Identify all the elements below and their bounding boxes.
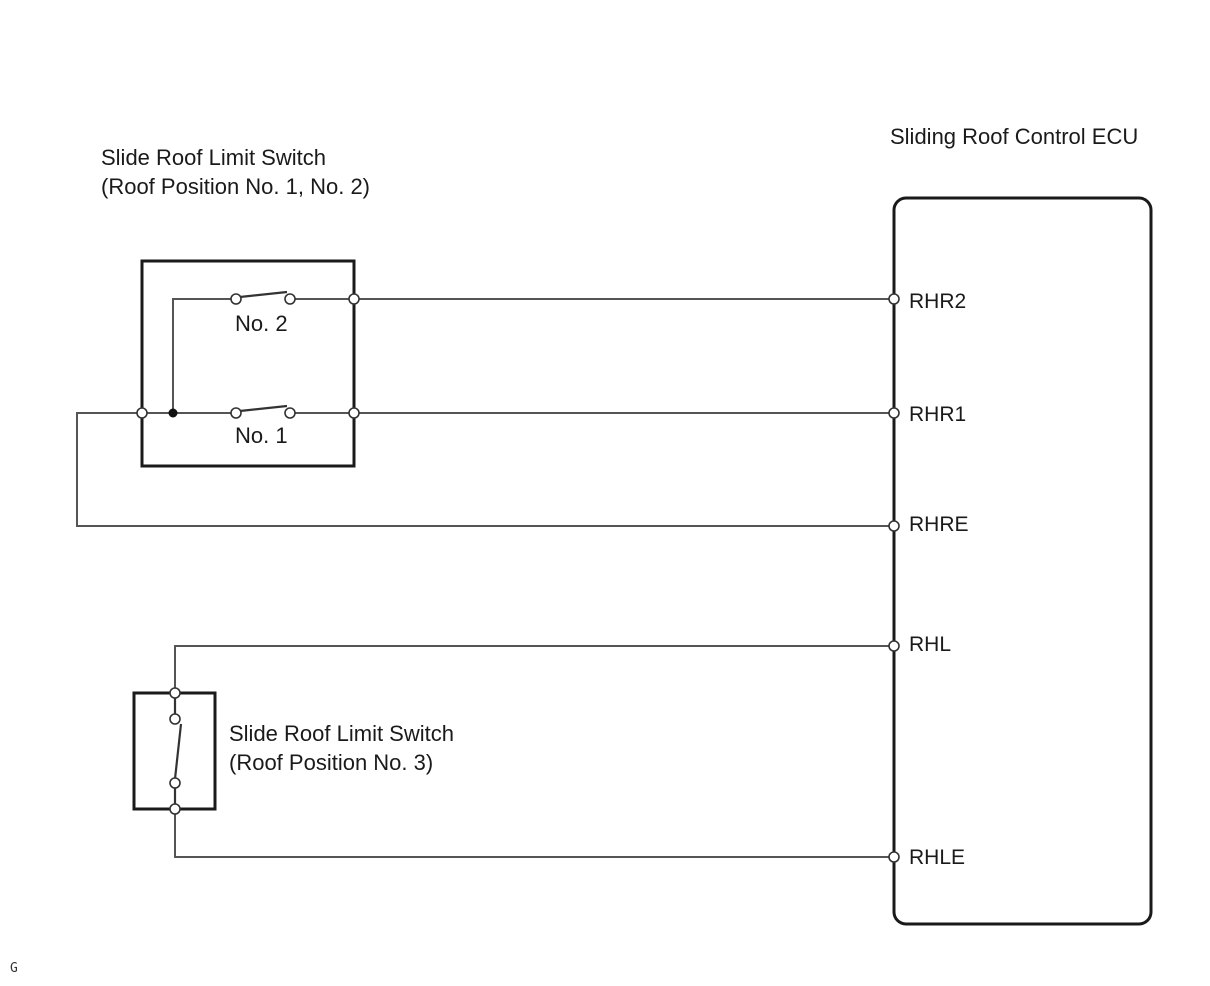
wire-rhl xyxy=(174,645,894,693)
ecu-pin-rhle-label: RHLE xyxy=(909,846,965,869)
switch-3-connector-top xyxy=(169,687,181,699)
contact-no2-blade xyxy=(239,290,288,299)
switch-3-title: Slide Roof Limit Switch xyxy=(229,721,454,746)
switch-12-box xyxy=(140,259,356,468)
switch-12-title: Slide Roof Limit Switch xyxy=(101,145,326,170)
ecu-pin-rhr1-terminal xyxy=(888,407,900,419)
contact-no1-terminal-b xyxy=(284,407,296,419)
contact-no1-blade xyxy=(239,404,288,413)
contact-no1-label: No. 1 xyxy=(235,423,288,448)
ecu-pin-rhl-terminal xyxy=(888,640,900,652)
switch-3-blade xyxy=(173,723,183,780)
ecu-pin-rhl-label: RHL xyxy=(909,633,951,656)
ecu-box xyxy=(892,196,1153,926)
ecu-pin-rhr1-label: RHR1 xyxy=(909,403,966,426)
wire-common-to-no2 xyxy=(172,298,236,413)
ecu-pin-rhle-terminal xyxy=(888,851,900,863)
ecu-title: Sliding Roof Control ECU xyxy=(890,124,1138,149)
junction-dot xyxy=(168,408,178,418)
ecu-pin-rhre-terminal xyxy=(888,520,900,532)
switch-3-connector-bottom xyxy=(169,803,181,815)
contact-no2-terminal-a xyxy=(230,293,242,305)
ecu-pin-rhr2-terminal xyxy=(888,293,900,305)
ecu-pin-rhre-label: RHRE xyxy=(909,513,969,536)
contact-no2-label: No. 2 xyxy=(235,311,288,336)
switch-12-connector-common xyxy=(136,407,148,419)
switch-3-subtitle: (Roof Position No. 3) xyxy=(229,750,433,775)
contact-no1-terminal-a xyxy=(230,407,242,419)
wire-rhle xyxy=(174,809,894,858)
switch-12-connector-rhr1 xyxy=(348,407,360,419)
switch-3-contact-top xyxy=(169,713,181,725)
contact-no2-terminal-b xyxy=(284,293,296,305)
wire-rhre xyxy=(76,412,894,527)
switch-3-contact-bottom xyxy=(169,777,181,789)
switch-12-subtitle: (Roof Position No. 1, No. 2) xyxy=(101,174,370,199)
corner-mark: G xyxy=(10,961,18,976)
switch-12-connector-rhr2 xyxy=(348,293,360,305)
ecu-pin-rhr2-label: RHR2 xyxy=(909,290,966,313)
